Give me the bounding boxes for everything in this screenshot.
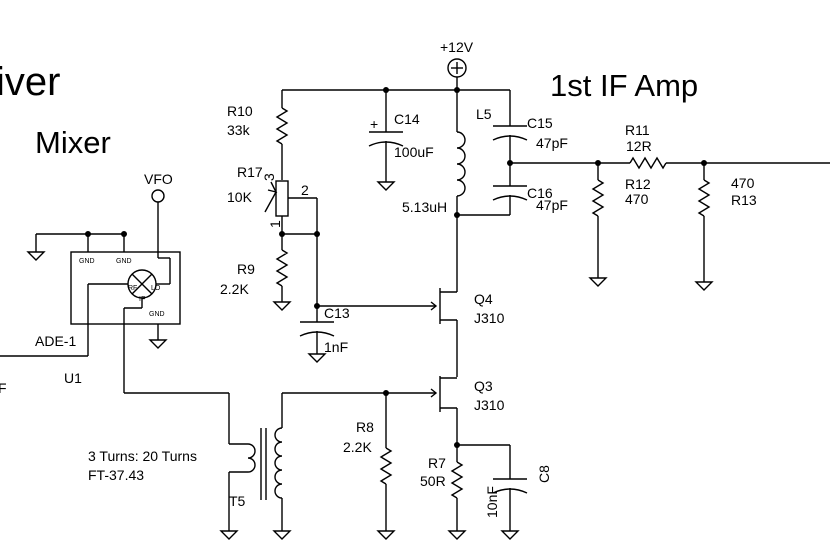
u1-pin-lo: LO bbox=[151, 285, 161, 292]
resistor-r8 bbox=[376, 393, 396, 540]
resistor-r13 bbox=[694, 163, 714, 291]
c15-value: 47pF bbox=[536, 135, 568, 151]
c16-ref: C16 bbox=[527, 185, 553, 201]
capacitor-c8 bbox=[457, 444, 528, 540]
l5-value: 5.13uH bbox=[402, 199, 447, 215]
transistor-q4 bbox=[430, 288, 458, 377]
u1-pin-gnd1: GND bbox=[79, 258, 95, 265]
r9-ref: R9 bbox=[237, 261, 255, 277]
if-amp-title: 1st IF Amp bbox=[550, 68, 698, 103]
c8-ref: C8 bbox=[536, 465, 552, 483]
c8-value: 10nF bbox=[484, 486, 500, 518]
r17-pin2: 2 bbox=[301, 182, 309, 198]
power-12v-label: +12V bbox=[440, 39, 474, 55]
t5-turns: 3 Turns: 20 Turns bbox=[88, 448, 197, 464]
c14-ref: C14 bbox=[394, 111, 420, 127]
c14-polarity: + bbox=[370, 116, 378, 132]
capacitor-c16 bbox=[457, 185, 528, 216]
vfo-label: VFO bbox=[144, 171, 173, 187]
mixer-ic-u1 bbox=[0, 189, 181, 393]
inductor-l5 bbox=[456, 90, 466, 290]
r9-value: 2.2K bbox=[220, 281, 249, 297]
r12-value: 470 bbox=[625, 191, 649, 207]
q3-ref: Q3 bbox=[474, 378, 493, 394]
l5-ref: L5 bbox=[476, 106, 492, 122]
r13-value: 470 bbox=[731, 175, 755, 191]
capacitor-c15 bbox=[492, 90, 528, 186]
c14-value: 100uF bbox=[394, 144, 434, 160]
q4-value: J310 bbox=[474, 310, 505, 326]
u1-pin-gnd3: GND bbox=[149, 311, 165, 318]
r13-ref: R13 bbox=[731, 192, 757, 208]
r11-value: 12R bbox=[626, 138, 652, 154]
transformer-t5 bbox=[124, 392, 292, 540]
u1-part: ADE-1 bbox=[35, 333, 76, 349]
capacitor-c13 bbox=[299, 306, 335, 363]
u1-pin-gnd2: GND bbox=[116, 258, 132, 265]
r17-pin1: 1 bbox=[267, 220, 283, 228]
r17-pin3: 3 bbox=[261, 173, 277, 181]
receiver-title-fragment: iver bbox=[0, 60, 60, 104]
t5-ref: T5 bbox=[229, 493, 246, 509]
resistor-r11 bbox=[629, 156, 830, 170]
capacitor-c14 bbox=[368, 90, 404, 191]
c15-ref: C15 bbox=[527, 115, 553, 131]
r11-ref: R11 bbox=[625, 122, 650, 138]
transistor-q3 bbox=[430, 376, 458, 445]
r8-value: 2.2K bbox=[343, 439, 372, 455]
resistor-r9 bbox=[272, 234, 292, 311]
r7-value: 50R bbox=[420, 473, 446, 489]
r7-ref: R7 bbox=[428, 455, 446, 471]
resistor-r12 bbox=[588, 163, 608, 287]
resistor-r10 bbox=[275, 90, 289, 180]
r8-ref: R8 bbox=[356, 419, 374, 435]
r12-ref: R12 bbox=[625, 176, 651, 192]
c16-value: 47pF bbox=[536, 197, 568, 213]
r10-value: 33k bbox=[227, 122, 251, 138]
u1-pin-if: IF bbox=[139, 296, 145, 303]
t5-core: FT-37.43 bbox=[88, 467, 144, 483]
mixer-title: Mixer bbox=[35, 125, 111, 160]
u1-ref: U1 bbox=[64, 370, 82, 386]
r10-ref: R10 bbox=[227, 103, 253, 119]
r17-ref: R17 bbox=[237, 164, 263, 180]
c13-ref: C13 bbox=[324, 305, 350, 321]
u1-pin-rf: RF bbox=[128, 285, 137, 292]
q3-value: J310 bbox=[474, 397, 505, 413]
c13-value: 1nF bbox=[324, 339, 348, 355]
r17-value: 10K bbox=[227, 189, 253, 205]
power-12v-symbol bbox=[447, 58, 467, 90]
resistor-r7 bbox=[447, 445, 467, 540]
potentiometer-r17 bbox=[264, 180, 318, 234]
q4-ref: Q4 bbox=[474, 291, 493, 307]
edge-label-fragment: F bbox=[0, 380, 7, 396]
